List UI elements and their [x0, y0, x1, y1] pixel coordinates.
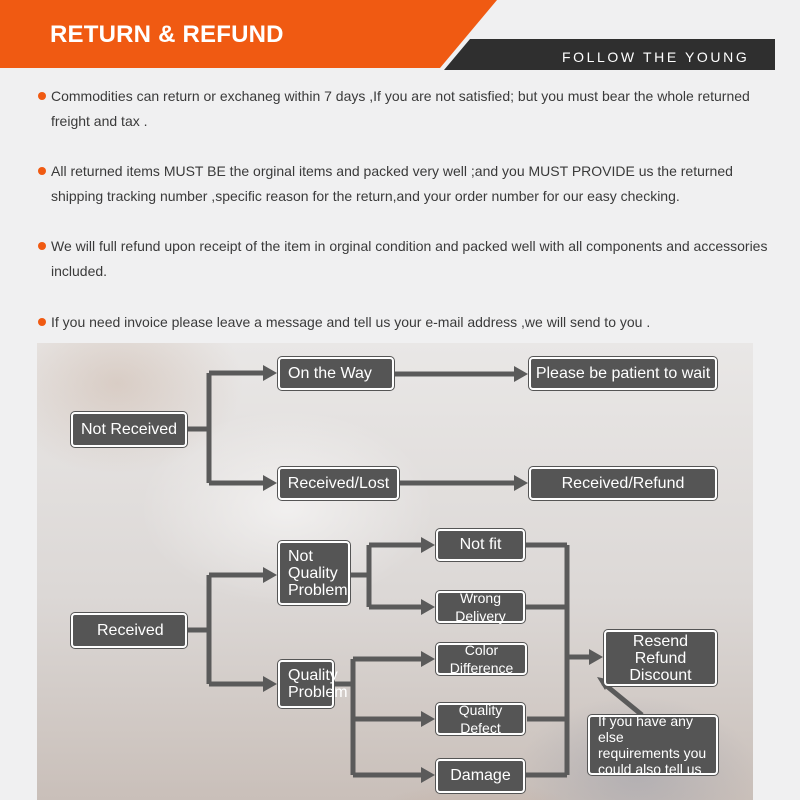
flow-node-received: Received	[71, 613, 187, 648]
brand-tagline: FOLLOW THE YOUNG	[562, 49, 750, 65]
flow-node-not-fit: Not fit	[436, 529, 525, 561]
flow-connectors	[187, 365, 644, 783]
bullet-icon	[38, 318, 46, 326]
flow-node-not-received: Not Received	[71, 412, 187, 447]
flow-node-received-lost: Received/Lost	[278, 467, 399, 500]
policy-text: All returned items MUST BE the orginal i…	[51, 163, 733, 204]
flow-node-not-quality-problem: Not Quality Problem	[278, 541, 350, 605]
bullet-icon	[38, 242, 46, 250]
policy-item-return-window: Commodities can return or exchaneg withi…	[36, 84, 776, 134]
flow-node-extra-requirements: If you have any else requirements you co…	[588, 713, 718, 777]
policy-text: Commodities can return or exchaneg withi…	[51, 88, 750, 129]
flow-node-on-the-way: On the Way	[278, 357, 394, 390]
flow-node-resend-refund-discount: Resend Refund Discount	[604, 630, 717, 686]
page-title: RETURN & REFUND	[50, 21, 284, 48]
flow-node-quality-defect: Quality Defect	[436, 702, 525, 736]
flow-node-received-refund: Received/Refund	[529, 467, 717, 500]
bullet-icon	[38, 92, 46, 100]
flow-node-damage: Damage	[436, 759, 525, 793]
policy-item-invoice: If you need invoice please leave a messa…	[36, 310, 776, 335]
policy-item-full-refund: We will full refund upon receipt of the …	[36, 234, 776, 284]
flow-node-please-wait: Please be patient to wait	[529, 357, 717, 390]
flow-node-color-difference: Color Difference	[436, 642, 527, 676]
policy-item-original-items: All returned items MUST BE the orginal i…	[36, 159, 776, 209]
policy-text: We will full refund upon receipt of the …	[51, 238, 768, 279]
policy-text: If you need invoice please leave a messa…	[51, 314, 651, 330]
refund-flowchart: Not Received On the Way Please be patien…	[37, 343, 753, 800]
bullet-icon	[38, 167, 46, 175]
header-banner	[0, 0, 775, 70]
flow-node-wrong-delivery: Wrong Delivery	[436, 590, 525, 624]
flow-node-quality-problem: Quality Problem	[278, 660, 348, 708]
